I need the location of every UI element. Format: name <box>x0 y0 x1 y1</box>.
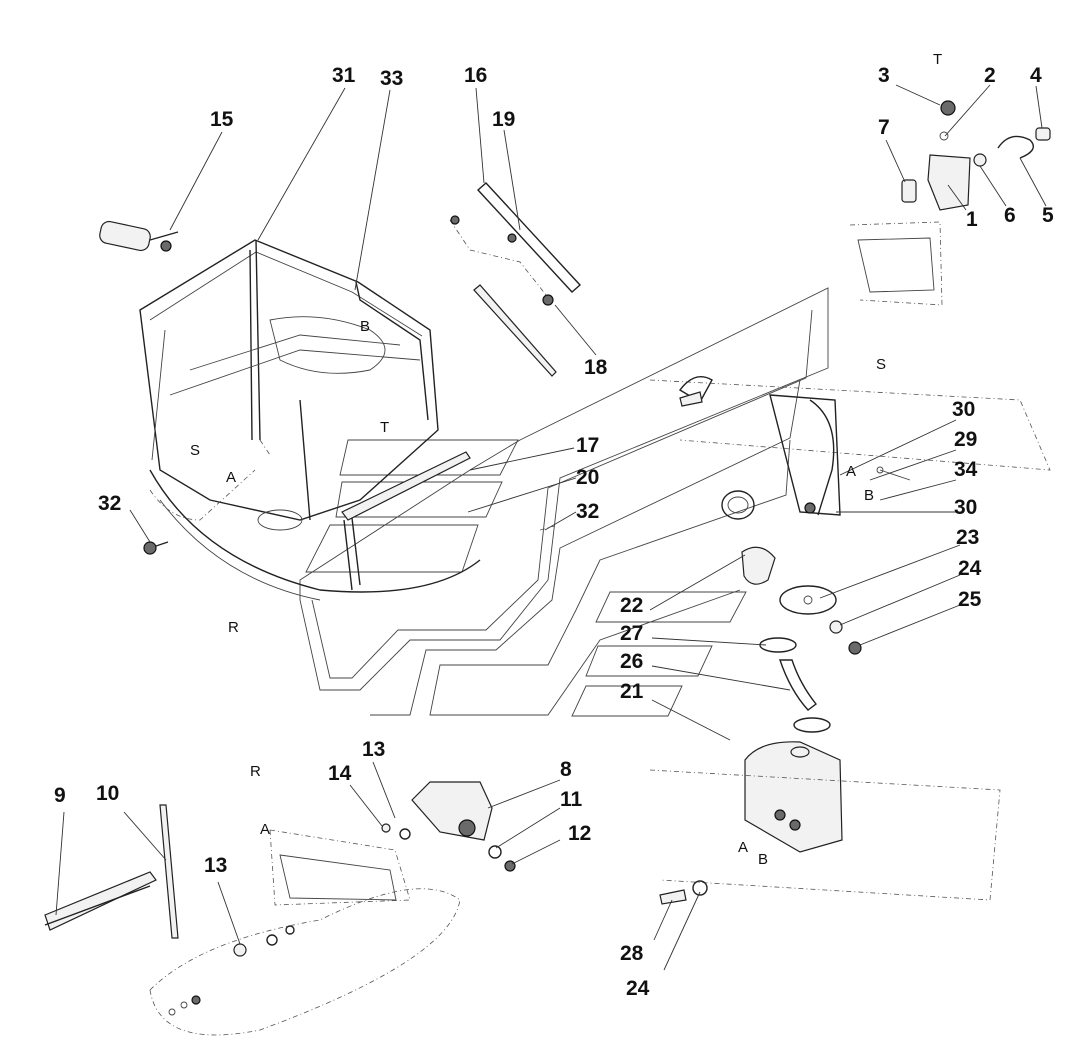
callout-19: 19 <box>492 108 515 131</box>
callout-labels: 31 33 16 19 15 18 3 2 4 7 1 6 5 30 29 34… <box>54 64 1054 1000</box>
zone-T-frame: T <box>380 419 389 436</box>
wiper-arm-top <box>449 182 582 377</box>
callout-33: 33 <box>380 67 403 90</box>
callout-15: 15 <box>210 108 234 131</box>
zone-B-tank: B <box>758 851 768 868</box>
rear-wiper-assembly <box>44 781 516 1036</box>
zone-A-frame: A <box>226 469 236 486</box>
callout-11: 11 <box>560 788 583 811</box>
zone-S-frame: S <box>190 442 200 459</box>
bolt-32 <box>143 541 169 555</box>
callout-13-bottom: 13 <box>204 854 227 877</box>
callout-4: 4 <box>1030 64 1042 87</box>
callout-9: 9 <box>54 784 66 807</box>
callout-18: 18 <box>584 356 608 379</box>
callout-29: 29 <box>954 428 977 451</box>
zone-R-frame: R <box>228 619 239 636</box>
zone-R-rear: R <box>250 763 261 780</box>
callout-22: 22 <box>620 594 643 617</box>
callout-26: 26 <box>620 650 643 673</box>
callout-17: 17 <box>576 434 599 457</box>
cab-frame <box>139 239 481 601</box>
callout-6: 6 <box>1004 204 1016 227</box>
front-wiper-linkage <box>341 451 556 591</box>
callout-10: 10 <box>96 782 119 805</box>
callout-20: 20 <box>576 466 599 489</box>
callout-16: 16 <box>464 64 487 87</box>
callout-7: 7 <box>878 116 890 139</box>
zone-S-right: S <box>876 356 886 373</box>
callout-1: 1 <box>966 208 978 231</box>
callout-32-left: 32 <box>98 492 121 515</box>
bracket-assembly-top-right <box>849 100 1051 306</box>
callout-23: 23 <box>956 526 979 549</box>
callout-8: 8 <box>560 758 572 781</box>
zone-A-tank: A <box>738 839 748 856</box>
callout-3: 3 <box>878 64 890 87</box>
callout-30-bottom: 30 <box>954 496 977 519</box>
door-panel-right <box>649 376 1051 516</box>
callout-24-right: 24 <box>958 557 982 580</box>
callout-14: 14 <box>328 762 352 785</box>
callout-12: 12 <box>568 822 591 845</box>
callout-5: 5 <box>1042 204 1054 227</box>
leader-lines <box>55 84 1047 971</box>
callout-13-top: 13 <box>362 738 385 761</box>
zone-T-top-right: T <box>933 51 942 68</box>
zone-A-door: A <box>846 463 856 480</box>
callout-21: 21 <box>620 680 644 703</box>
callout-31: 31 <box>332 64 356 87</box>
zone-B-door: B <box>864 487 874 504</box>
wiper-motor-15 <box>99 220 179 252</box>
callout-28: 28 <box>620 942 644 965</box>
callout-24-bottom: 24 <box>626 977 650 1000</box>
zone-A-rear: A <box>260 821 270 838</box>
washer-system <box>649 490 1001 905</box>
callout-2: 2 <box>984 64 996 87</box>
callout-32-center: 32 <box>576 500 599 523</box>
callout-34: 34 <box>954 458 978 481</box>
zone-B-frame: B <box>360 318 370 335</box>
callout-30-top: 30 <box>952 398 975 421</box>
callout-27: 27 <box>620 622 643 645</box>
zone-labels: T S B T S A R A B R A A B <box>190 51 942 868</box>
callout-25: 25 <box>958 588 982 611</box>
